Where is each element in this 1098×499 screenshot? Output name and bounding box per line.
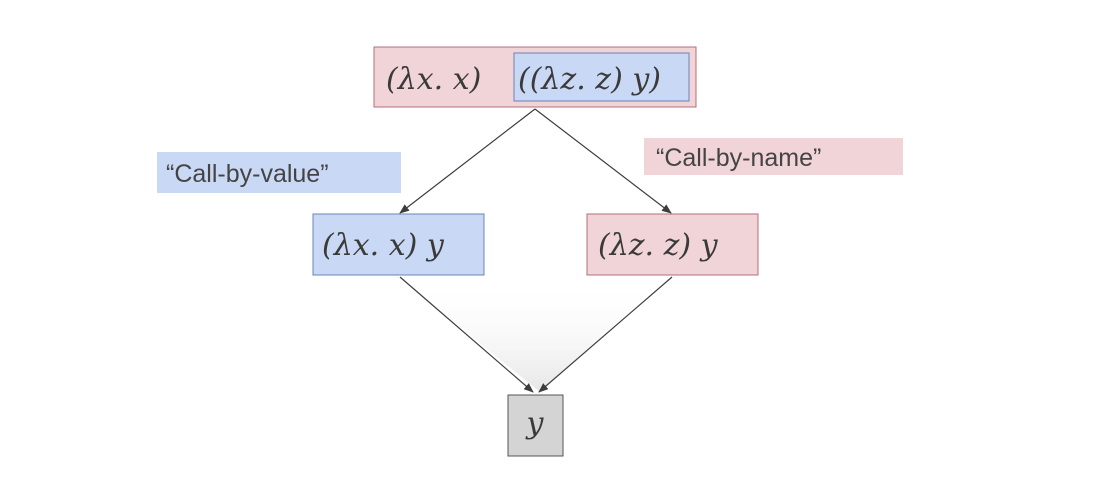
final-box (507, 394, 564, 457)
arrow-cbv-to-final (399, 276, 534, 393)
root-left-term: (λx. x) (386, 62, 481, 97)
call-by-value-label: “Call-by-value” (157, 152, 401, 193)
final-node: y (507, 394, 564, 457)
root-node: (λx. x) ((λz. z) y) (373, 46, 697, 108)
final-term: y (525, 406, 545, 441)
root-argument-term: ((λz. z) y) (518, 62, 661, 97)
call-by-name-label: “Call-by-name” (644, 138, 903, 175)
cbv-result-box (312, 213, 485, 276)
arrow-cbn-to-final (538, 276, 673, 393)
call-by-name-label-bg (644, 138, 903, 175)
cbn-result-term: (λz. z) y (598, 228, 719, 263)
cbn-result-box (586, 213, 759, 276)
arrow-root-to-cbn (534, 108, 672, 214)
cbn-result-node: (λz. z) y (586, 213, 759, 276)
arrow-root-to-cbv (399, 108, 536, 214)
cbv-result-node: (λx. x) y (312, 213, 485, 276)
call-by-name-label-text: “Call-by-name” (656, 144, 821, 172)
cbv-result-term: (λx. x) y (322, 228, 445, 263)
call-by-value-label-bg (157, 152, 401, 193)
convergence-shading (400, 278, 672, 392)
root-argument-box (513, 52, 690, 102)
call-by-value-label-text: “Call-by-value” (166, 160, 329, 188)
